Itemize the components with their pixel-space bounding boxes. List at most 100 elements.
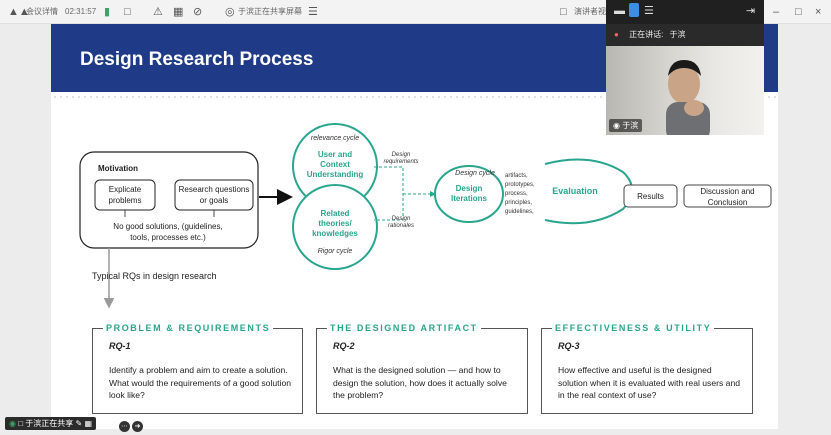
share-link-icon[interactable]: □ <box>124 6 131 18</box>
header-dot <box>258 96 260 98</box>
header-dot <box>576 96 578 98</box>
header-dot <box>126 96 128 98</box>
header-dot <box>588 96 590 98</box>
header-dot <box>150 96 152 98</box>
header-dot <box>90 96 92 98</box>
list-view-icon[interactable]: ☰ <box>644 5 654 17</box>
header-dot <box>156 96 158 98</box>
header-dot <box>474 96 476 98</box>
video-feed: ◉ 于滨 <box>606 46 764 135</box>
mic-mute-icon[interactable]: ⚠ <box>153 6 163 18</box>
header-dot <box>468 96 470 98</box>
header-dot <box>528 96 530 98</box>
header-dot <box>174 96 176 98</box>
slide-title: Design Research Process <box>80 49 314 70</box>
header-dot <box>282 96 284 98</box>
sharing-status: 于滨正在共享屏幕 <box>238 7 302 16</box>
participant-name-tag: ◉ 于滨 <box>609 119 643 132</box>
meeting-details-link[interactable]: 会议详情 <box>26 7 58 16</box>
header-dot <box>516 96 518 98</box>
header-dot <box>306 96 308 98</box>
header-dot <box>564 96 566 98</box>
annotate-icon[interactable]: ✎ <box>75 419 83 428</box>
theories-circle <box>292 184 378 270</box>
rq-box-artifact: THE DESIGNED ARTIFACT RQ-2 What is the d… <box>316 323 528 414</box>
sharing-badge[interactable]: ◉ □ 于滨正在共享 ✎ ▦ <box>5 417 97 430</box>
collapse-video-icon[interactable]: ⇥ <box>746 5 756 17</box>
header-dot <box>252 96 254 98</box>
header-dot <box>456 96 458 98</box>
header-dot <box>180 96 182 98</box>
requirements-connector <box>374 166 404 221</box>
participants-icon[interactable]: ▦ <box>173 6 184 18</box>
motivation-label: Motivation <box>98 164 138 173</box>
shared-slide: Design Research Process Motivation <box>51 24 778 429</box>
header-dot <box>558 96 560 98</box>
header-dot <box>390 96 392 98</box>
header-dot <box>360 96 362 98</box>
header-dot <box>444 96 446 98</box>
rq-question: What is the designed solution — and how … <box>333 365 507 400</box>
explicate-problems-text: Explicate problems <box>108 185 142 205</box>
video-window[interactable]: ▬ ☰ ⇥ ● 正在讲话: 于滨 ◉ 于滨 <box>606 0 764 135</box>
header-dot <box>114 96 116 98</box>
header-dot <box>774 96 776 98</box>
design-outputs-list: artifacts, prototypes, process, principl… <box>505 173 535 215</box>
header-dot <box>198 96 200 98</box>
header-dot <box>486 96 488 98</box>
header-dot <box>342 96 344 98</box>
gallery-view-icon[interactable] <box>629 3 639 17</box>
header-dot <box>288 96 290 98</box>
speaking-indicator: ● 正在讲话: 于滨 <box>606 24 764 46</box>
header-dot <box>246 96 248 98</box>
research-questions-text: Research questions or goals <box>178 185 250 205</box>
speaker-view-icon[interactable]: □ <box>560 6 567 18</box>
header-dot <box>582 96 584 98</box>
restore-icon[interactable]: □ <box>795 6 802 18</box>
menu-icon[interactable]: ☰ <box>308 6 318 18</box>
logo-icon: ▲▲ <box>8 6 30 18</box>
header-dot <box>498 96 500 98</box>
next-arrow-icon[interactable]: ➜ <box>132 421 143 432</box>
more-options-icon[interactable]: ⋯ <box>119 421 130 432</box>
header-dot <box>294 96 296 98</box>
header-dot <box>336 96 338 98</box>
header-dot <box>492 96 494 98</box>
close-icon[interactable]: × <box>815 6 822 18</box>
results-box <box>623 184 678 208</box>
document-icon[interactable]: ▦ <box>84 419 93 428</box>
header-dot <box>168 96 170 98</box>
header-dot <box>138 96 140 98</box>
header-dot <box>462 96 464 98</box>
header-dot <box>432 96 434 98</box>
discussion-box <box>683 184 772 208</box>
rq-question: How effective and useful is the designed… <box>558 365 741 400</box>
header-dot <box>594 96 596 98</box>
process-diagram <box>79 123 772 309</box>
evaluation-text: Evaluation <box>552 186 598 196</box>
header-dot <box>408 96 410 98</box>
header-dot <box>402 96 404 98</box>
minimize-video-icon[interactable]: ▬ <box>614 5 625 17</box>
header-dot <box>216 96 218 98</box>
camera-off-icon[interactable]: ⊘ <box>193 6 203 18</box>
speaker-view-label[interactable]: 演讲者视 <box>574 7 606 16</box>
header-dot <box>192 96 194 98</box>
rq-number: RQ-3 <box>558 341 580 351</box>
rq-title: PROBLEM & REQUIREMENTS <box>103 323 274 333</box>
design-cycle-label: Design cycle <box>455 170 495 177</box>
minimize-icon[interactable]: – <box>773 6 780 18</box>
speaking-mic-icon: ● <box>614 30 619 39</box>
sharing-badge-text: 于滨正在共享 <box>25 419 74 428</box>
rq-box-problem: PROBLEM & REQUIREMENTS RQ-1 Identify a p… <box>92 323 303 414</box>
context-circle-text: User and Context Understanding <box>306 150 364 179</box>
sharing-screen-icon: □ <box>18 419 24 428</box>
header-dot <box>600 96 602 98</box>
header-dot <box>546 96 548 98</box>
rq-number: RQ-1 <box>109 341 131 351</box>
header-dot <box>534 96 536 98</box>
header-dot <box>768 96 770 98</box>
header-dot <box>540 96 542 98</box>
header-dot <box>354 96 356 98</box>
relevance-cycle-label: relevance cycle <box>310 135 360 142</box>
